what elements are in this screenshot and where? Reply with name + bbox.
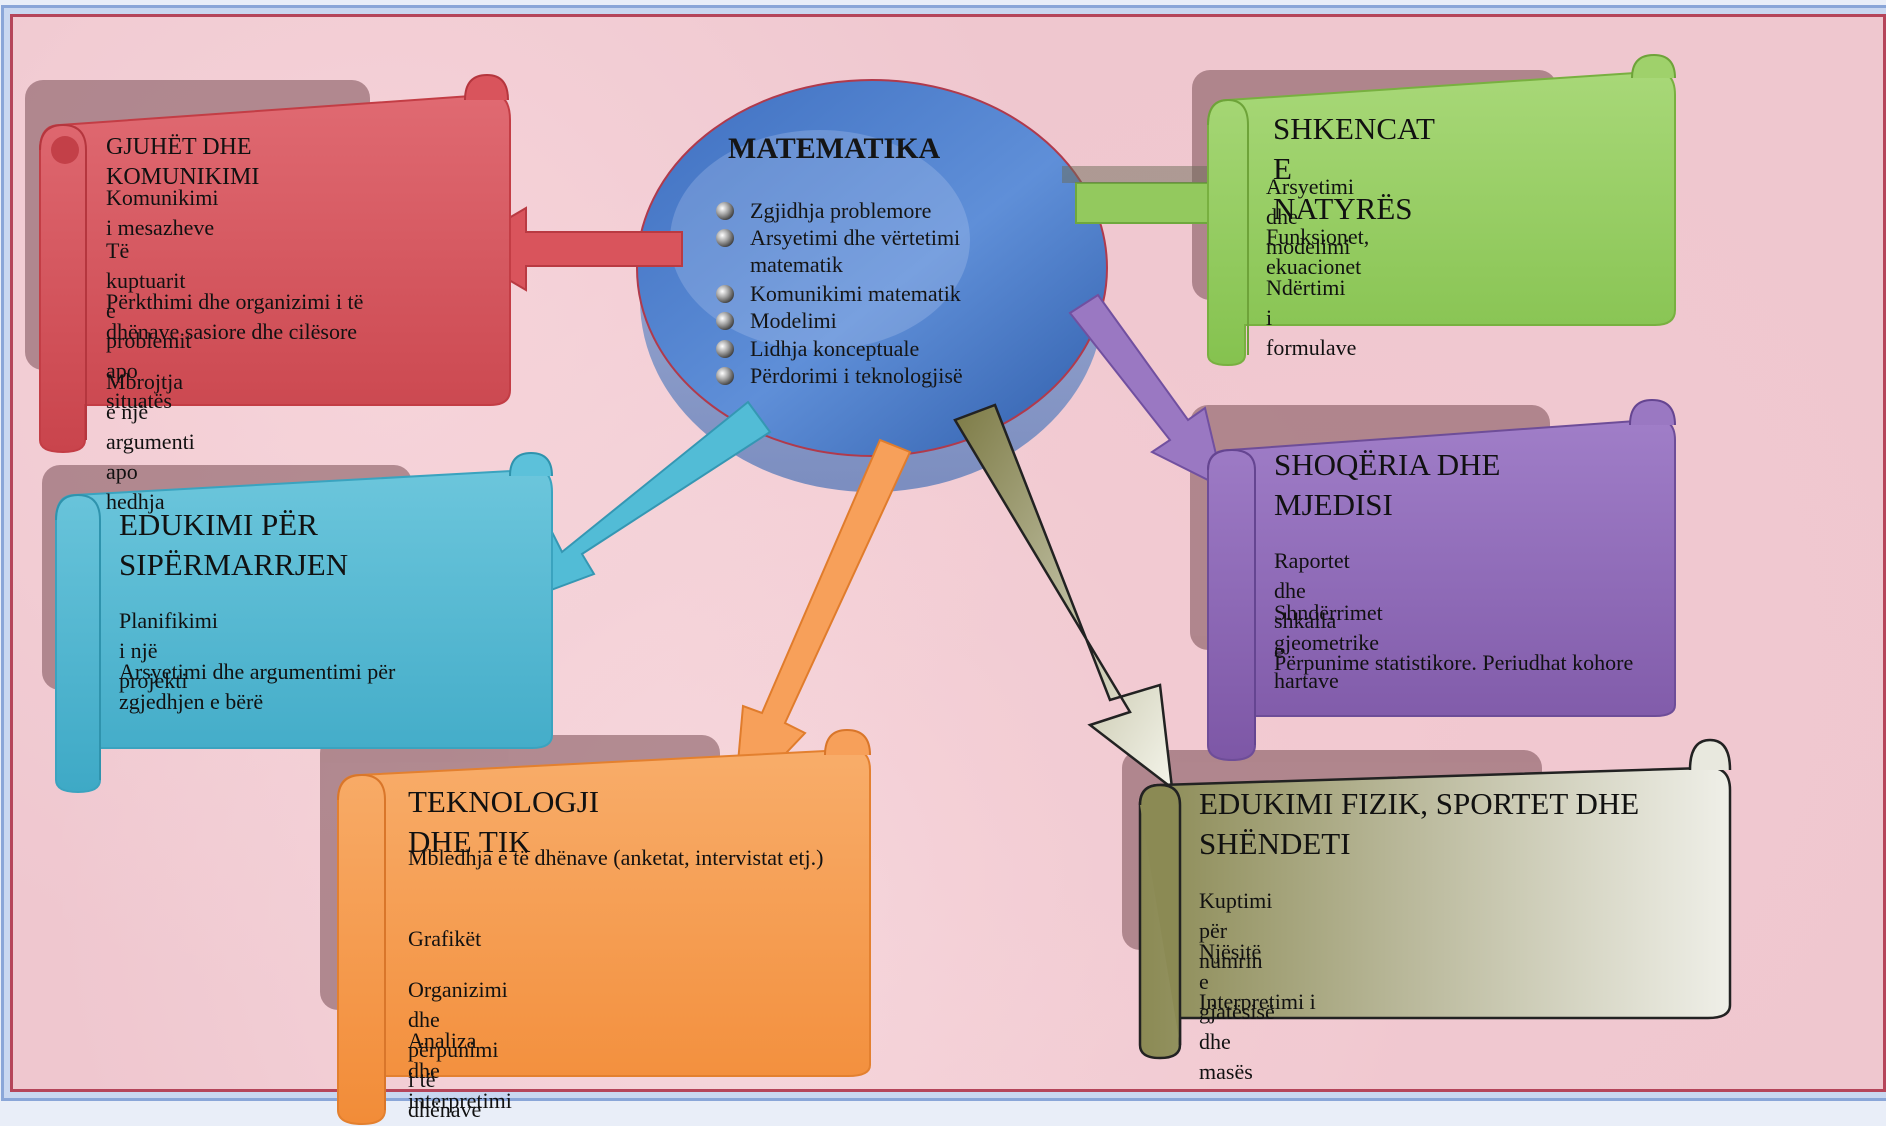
card-title: TEKNOLOGJI DHE TIK xyxy=(408,784,600,859)
card-item: Të kuptuarit e problemit apo situatës xyxy=(106,238,192,413)
card-title: SHOQËRIA DHE MJEDISI xyxy=(1274,447,1501,522)
card-item: Arsyetimi dhe modelimi xyxy=(1266,174,1354,259)
bullet-icon xyxy=(716,340,734,358)
center-item: Lidhja konceptuale xyxy=(716,335,919,362)
card-item: Funksionet, ekuacionet xyxy=(1266,224,1370,279)
center-ellipse xyxy=(636,79,1108,492)
scroll-science xyxy=(1207,53,1676,367)
card-item: Organizimi dhe përpunimi i të dhënave xyxy=(408,977,508,1122)
center-item: Modelimi xyxy=(716,307,837,334)
card-item: Interpretimi i informacioneve xyxy=(1199,989,1316,1011)
bullet-icon xyxy=(716,312,734,330)
scroll-society xyxy=(1207,398,1676,762)
bullet-icon xyxy=(716,285,734,303)
card-item: Ndërtimi i formulave xyxy=(1266,275,1357,360)
card-item: Mbrojtja e një argumenti apo hedhja xyxy=(106,369,195,514)
center-item: Zgjidhja problemore xyxy=(716,197,931,224)
card-item: Grafikët xyxy=(408,926,482,951)
card-title: GJUHËT DHE KOMUNIKIMI xyxy=(106,134,260,190)
card-item: Përkthimi dhe organizimi i të dhënave sa… xyxy=(106,289,364,344)
card-item: Arsyetimi dhe argumentimi për zgjedhjen … xyxy=(119,659,396,714)
center-item: Arsyetimi dhe vërtetimi matematik xyxy=(716,224,1030,278)
arrows xyxy=(454,163,1254,811)
scroll-physical xyxy=(1138,738,1732,1060)
card-item: Analiza dhe interpretimi xyxy=(408,1028,512,1113)
arrow-to-physical xyxy=(953,403,1174,791)
card-title: SHKENCAT E NATYRËS xyxy=(1273,111,1435,226)
scroll-entrepreneurship xyxy=(55,451,553,794)
bullet-icon xyxy=(716,202,734,220)
arrow-to-entrepreneurship xyxy=(522,400,772,602)
card-item: Kuptimi për numrin xyxy=(1199,888,1273,973)
card-item: Raportet dhe shkalla e hartave xyxy=(1274,548,1350,693)
arrow-to-society xyxy=(1068,293,1226,490)
center-title: MATEMATIKA xyxy=(728,132,941,165)
center-item: Përdorimi i teknologjisë xyxy=(716,362,963,389)
card-item: Komunikimi i mesazheve xyxy=(106,185,219,240)
bullet-icon xyxy=(716,229,734,247)
card-item: Planifikimi i një projekti xyxy=(119,608,218,693)
scroll-languages xyxy=(39,73,511,454)
bullet-icon xyxy=(716,367,734,385)
card-item: Mbledhja e të dhënave (anketat, intervis… xyxy=(408,845,824,870)
card-item: Përpunime statistikore. Periudhat kohore xyxy=(1274,650,1634,675)
card-item: Njësitë e gjatësisë dhe masës xyxy=(1199,939,1275,1084)
card-item: Shndërrimet gjeometrike xyxy=(1274,600,1383,655)
center-item: Komunikimi matematik xyxy=(716,280,961,307)
card-title: EDUKIMI FIZIK, SPORTET DHE SHËNDETI xyxy=(1199,786,1640,861)
card-title: EDUKIMI PËR SIPËRMARRJEN xyxy=(119,507,349,582)
scroll-technology xyxy=(337,728,871,1126)
